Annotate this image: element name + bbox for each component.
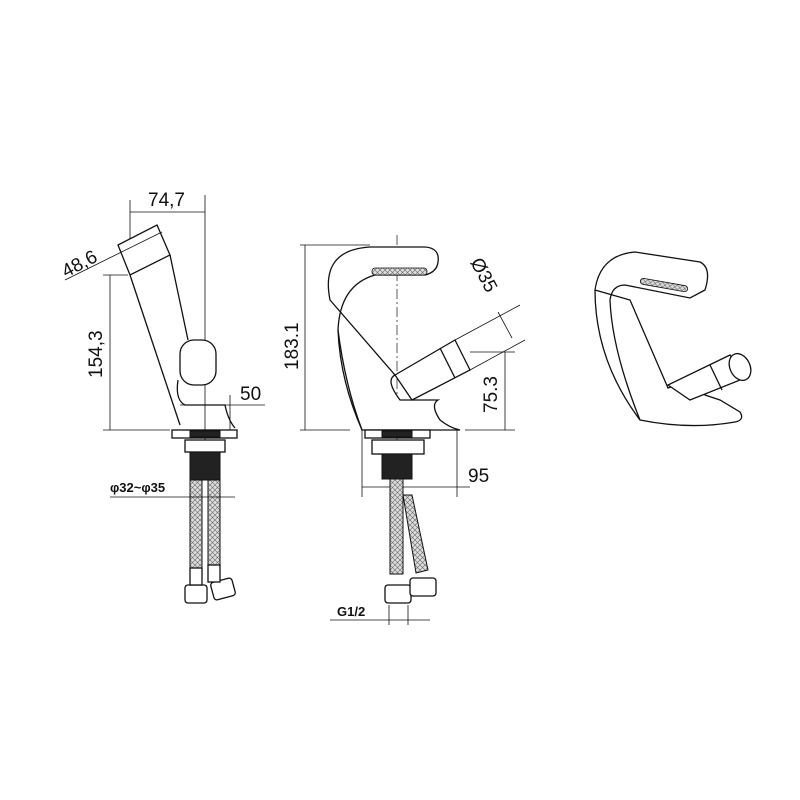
aerator — [371, 267, 428, 276]
dim-side-width: 74,7 — [148, 190, 185, 211]
side-hose-left — [189, 479, 203, 571]
dim-thread: G1/2 — [337, 604, 365, 619]
dim-handle-offset: 50 — [240, 384, 261, 405]
front-nut-left — [384, 584, 412, 604]
dim-front-height: 183.1 — [282, 322, 303, 370]
dim-handle-height: 75.3 — [481, 376, 502, 413]
front-handle — [394, 339, 471, 401]
dim-reach: 95 — [468, 466, 489, 487]
side-nut-right — [210, 577, 236, 601]
side-view: 74,7 48,6 154,3 50 φ32~φ35 — [58, 190, 265, 604]
iso-body — [594, 251, 743, 427]
dim-spout-angle: 48,6 — [58, 247, 101, 283]
side-hose-right — [207, 479, 221, 571]
dim-side-height: 154,3 — [86, 330, 107, 378]
dim-handle-diameter: Ø35 — [466, 254, 501, 296]
front-view: 183.1 Ø35 75.3 95 G1/2 — [282, 235, 526, 625]
side-nut-left — [184, 584, 208, 604]
front-nut-right — [409, 577, 437, 597]
isometric-view — [594, 251, 752, 427]
side-handle — [179, 339, 217, 386]
front-hose-left — [389, 478, 404, 575]
front-hose-right — [402, 494, 429, 574]
dim-hole-diameter: φ32~φ35 — [110, 480, 165, 495]
